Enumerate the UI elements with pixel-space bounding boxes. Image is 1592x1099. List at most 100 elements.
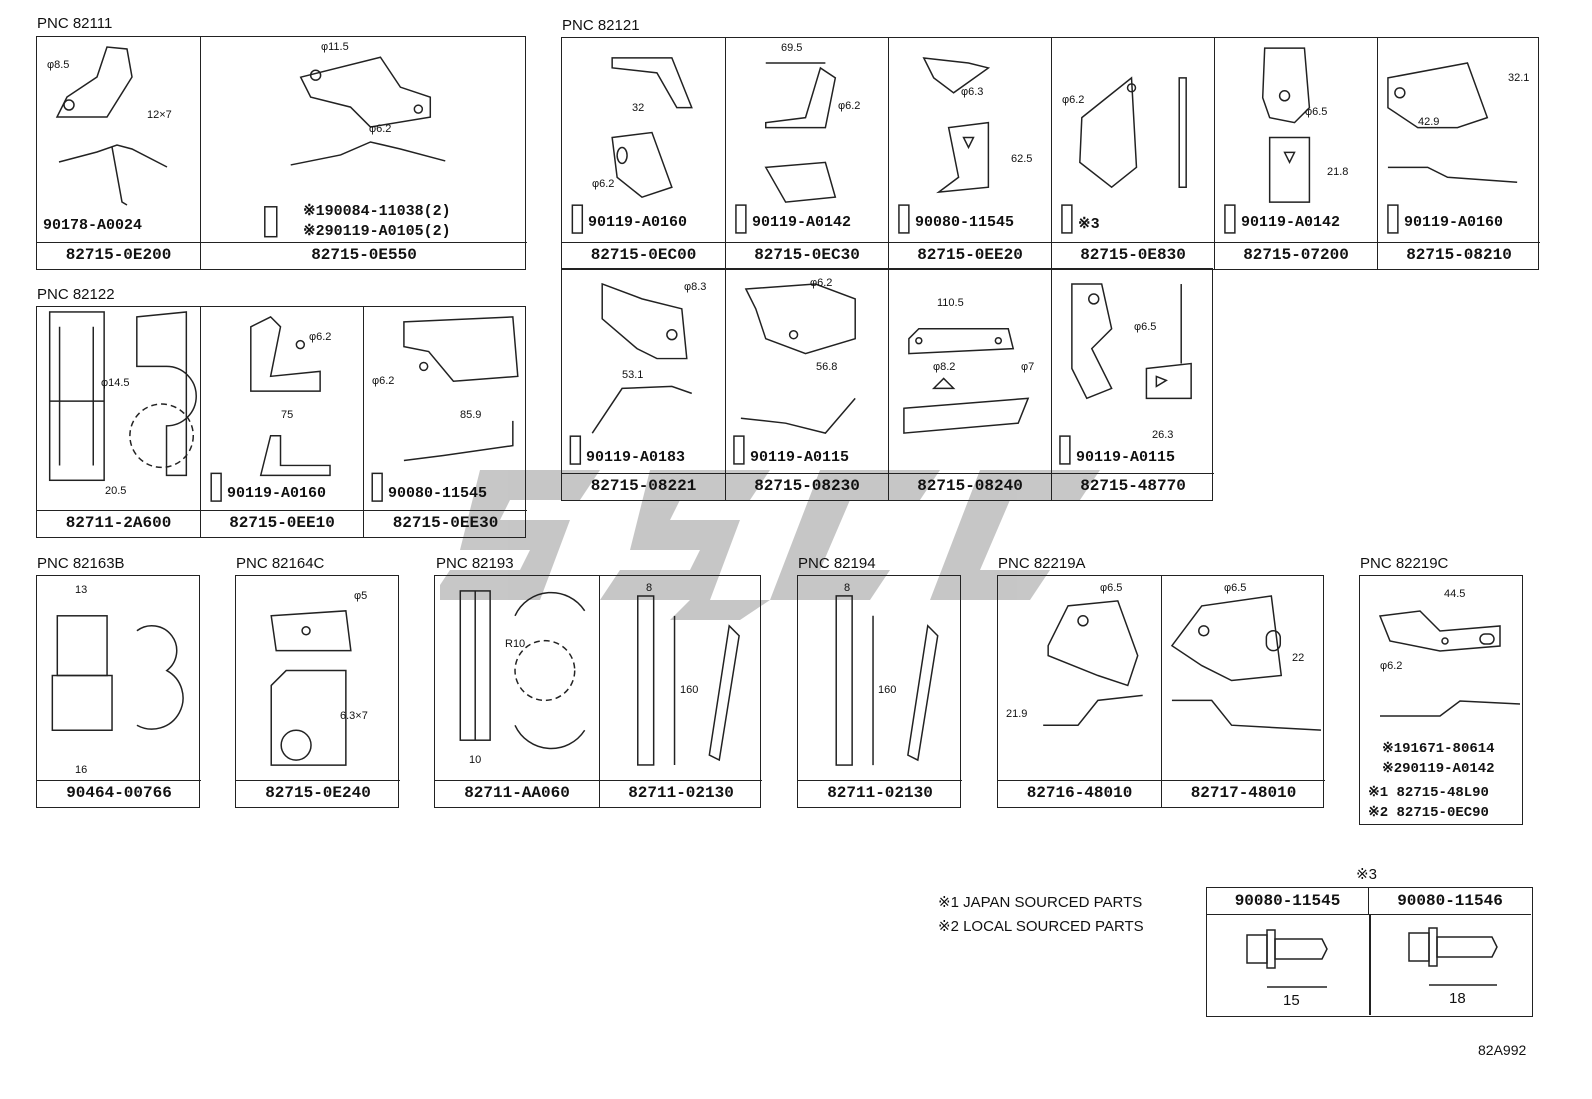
dimension-label: 53.1 bbox=[622, 369, 644, 381]
dimension-label: 13 bbox=[75, 584, 88, 596]
pnc-82219A-group: φ6.5 21.9 82716-48010 φ6.5 22 82717-4801… bbox=[997, 575, 1325, 808]
dimension-label: φ5 bbox=[354, 590, 368, 602]
hardware-callout: ※190084-11038(2) bbox=[303, 203, 451, 220]
part-cell: φ8.5 12×7 90178-A0024 82715-0E200 bbox=[37, 37, 200, 269]
part-illustration: φ6.2 85.9 90080-11545 bbox=[364, 307, 527, 510]
dimension-label: 56.8 bbox=[816, 361, 838, 373]
dimension-label: 160 bbox=[878, 684, 897, 696]
part-number: 82711-02130 bbox=[600, 780, 762, 807]
pnc-82121-row2: φ8.3 53.1 90119-A0183 82715-08221 φ6.2 5… bbox=[561, 268, 1214, 501]
pnc-label-82193: PNC 82193 bbox=[436, 555, 514, 572]
pnc-82193-group: R10 10 82711-AA060 8 160 82711-02130 bbox=[434, 575, 762, 808]
dimension-label: 12×7 bbox=[147, 109, 172, 121]
dimension-label: φ6.2 bbox=[838, 100, 861, 112]
part-number: 82715-0EE10 bbox=[201, 510, 363, 537]
dimension-label: 8 bbox=[844, 582, 851, 594]
dimension-label: φ6.2 bbox=[309, 331, 332, 343]
dimension-label: φ6.5 bbox=[1224, 582, 1247, 594]
part-cell: φ6.2 ※3 82715-0E830 bbox=[1051, 38, 1214, 269]
hardware-callout: ※3 bbox=[1078, 216, 1100, 233]
hardware-callout: 90080-11545 bbox=[388, 485, 488, 502]
bolt-illustrations bbox=[1246, 927, 1498, 988]
part-illustration: φ6.5 22 bbox=[1162, 576, 1325, 780]
note-mark-3: ※3 bbox=[1356, 866, 1377, 883]
part-cell: φ14.5 20.5 82711-2A600 bbox=[37, 307, 200, 537]
pnc-label-82121: PNC 82121 bbox=[562, 17, 640, 34]
pnc-label-82164C: PNC 82164C bbox=[236, 555, 325, 572]
hardware-callout: 90119-A0160 bbox=[588, 214, 688, 231]
part-cell: φ6.5 22 82717-48010 bbox=[1161, 576, 1325, 807]
dimension-label: φ8.5 bbox=[47, 59, 70, 71]
dimension-label: φ6.2 bbox=[810, 277, 833, 289]
part-illustration: φ6.2 75 90119-A0160 bbox=[201, 307, 363, 510]
hardware-callout: ※290119-A0142 bbox=[1382, 761, 1495, 777]
dimension-label: φ6.3 bbox=[961, 86, 984, 98]
dimension-label: 6.3×7 bbox=[340, 710, 368, 722]
dimension-label: φ6.5 bbox=[1134, 321, 1157, 333]
dimension-label: 21.8 bbox=[1327, 166, 1349, 178]
dimension-label: φ6.5 bbox=[1100, 582, 1123, 594]
part-illustration: 32 φ6.2 90119-A0160 bbox=[562, 38, 725, 242]
part-illustration: φ6.5 21.8 90119-A0142 bbox=[1215, 38, 1377, 242]
part-illustration: 8 160 bbox=[798, 576, 962, 780]
part-cell: 8 160 82711-02130 bbox=[599, 576, 762, 807]
part-cell: 110.5 φ8.2 φ7 82715-08240 bbox=[888, 269, 1051, 500]
hardware-callout: ※2 82715-0EC90 bbox=[1368, 805, 1489, 821]
note-japan-sourced: ※1 JAPAN SOURCED PARTS bbox=[938, 894, 1143, 911]
part-number: 82715-08240 bbox=[889, 473, 1051, 500]
dimension-label: 16 bbox=[75, 764, 88, 776]
dimension-label: 32.1 bbox=[1508, 72, 1530, 84]
dimension-label: 42.9 bbox=[1418, 116, 1440, 128]
part-cell: φ6.5 21.9 82716-48010 bbox=[998, 576, 1161, 807]
part-cell: φ6.2 56.8 90119-A0115 82715-08230 bbox=[725, 269, 888, 500]
part-number: 82717-48010 bbox=[1162, 780, 1325, 807]
hardware-callout: 90119-A0142 bbox=[1241, 214, 1341, 231]
part-number: 82711-02130 bbox=[798, 780, 962, 807]
part-number: 82716-48010 bbox=[998, 780, 1161, 807]
part-cell: 32.1 42.9 90119-A0160 82715-08210 bbox=[1377, 38, 1540, 269]
hardware-callout: 90119-A0160 bbox=[1404, 214, 1504, 231]
pnc-82194-group: 8 160 82711-02130 bbox=[797, 575, 962, 808]
hardware-callout: ※191671-80614 bbox=[1382, 741, 1495, 757]
hardware-callout: 90119-A0142 bbox=[752, 214, 852, 231]
pnc-82219C-group: 44.5 φ6.2 ※191671-80614 ※290119-A0142 ※1… bbox=[1359, 575, 1523, 825]
part-cell: φ6.3 62.5 90080-11545 82715-0EE20 bbox=[888, 38, 1051, 269]
table-divider bbox=[1369, 915, 1371, 1015]
pnc-label-82219A: PNC 82219A bbox=[998, 555, 1086, 572]
part-illustration: R10 10 bbox=[435, 576, 599, 780]
note-local-sourced: ※2 LOCAL SOURCED PARTS bbox=[938, 918, 1144, 935]
pnc-82163B-group: 13 16 90464-00766 bbox=[36, 575, 201, 808]
dimension-label: 62.5 bbox=[1011, 153, 1033, 165]
bolt-part-number: 90080-11546 bbox=[1369, 888, 1531, 915]
part-illustration: φ6.2 ※3 bbox=[1052, 38, 1214, 242]
part-cell: φ6.5 26.3 90119-A0115 82715-48770 bbox=[1051, 269, 1214, 500]
pnc-82122-group: φ14.5 20.5 82711-2A600 φ6.2 75 90119-A01… bbox=[36, 306, 527, 538]
part-cell: 32 φ6.2 90119-A0160 82715-0EC00 bbox=[562, 38, 725, 269]
part-number: 82715-0E240 bbox=[236, 780, 400, 807]
dimension-label: 32 bbox=[632, 102, 645, 114]
part-illustration: 110.5 φ8.2 φ7 bbox=[889, 269, 1051, 473]
part-illustration: φ6.3 62.5 90080-11545 bbox=[889, 38, 1051, 242]
pnc-82164C-group: φ5 6.3×7 82715-0E240 bbox=[235, 575, 400, 808]
part-cell: φ5 6.3×7 82715-0E240 bbox=[236, 576, 400, 807]
dimension-label: φ6.2 bbox=[372, 375, 395, 387]
part-number: 82715-48770 bbox=[1052, 473, 1214, 500]
pnc-label-82111: PNC 82111 bbox=[37, 15, 113, 32]
figure-id: 82A992 bbox=[1478, 1042, 1527, 1058]
bolt-part-number: 90080-11545 bbox=[1207, 888, 1369, 915]
dimension-label: φ7 bbox=[1021, 361, 1035, 373]
bolt-reference-table: 90080-11545 90080-11546 15 18 bbox=[1206, 887, 1533, 1017]
part-number: 82715-07200 bbox=[1215, 242, 1377, 269]
pnc-82121-row1: 32 φ6.2 90119-A0160 82715-0EC00 69.5 φ6.… bbox=[561, 37, 1540, 270]
dimension-label: 8 bbox=[646, 582, 653, 594]
dimension-label: φ6.2 bbox=[1062, 94, 1085, 106]
dimension-label: 26.3 bbox=[1152, 429, 1174, 441]
hardware-callout: 90119-A0160 bbox=[227, 485, 327, 502]
part-illustration: φ8.5 12×7 90178-A0024 bbox=[37, 37, 200, 242]
part-illustration: φ11.5 φ6.2 ※190084-11038(2) ※290119-A010… bbox=[201, 37, 527, 242]
dimension-label: 75 bbox=[281, 409, 294, 421]
hardware-callout: 90178-A0024 bbox=[43, 217, 143, 234]
part-number: 82715-0EC30 bbox=[726, 242, 888, 269]
dimension-label: 10 bbox=[469, 754, 482, 766]
dimension-label: 110.5 bbox=[937, 297, 964, 309]
